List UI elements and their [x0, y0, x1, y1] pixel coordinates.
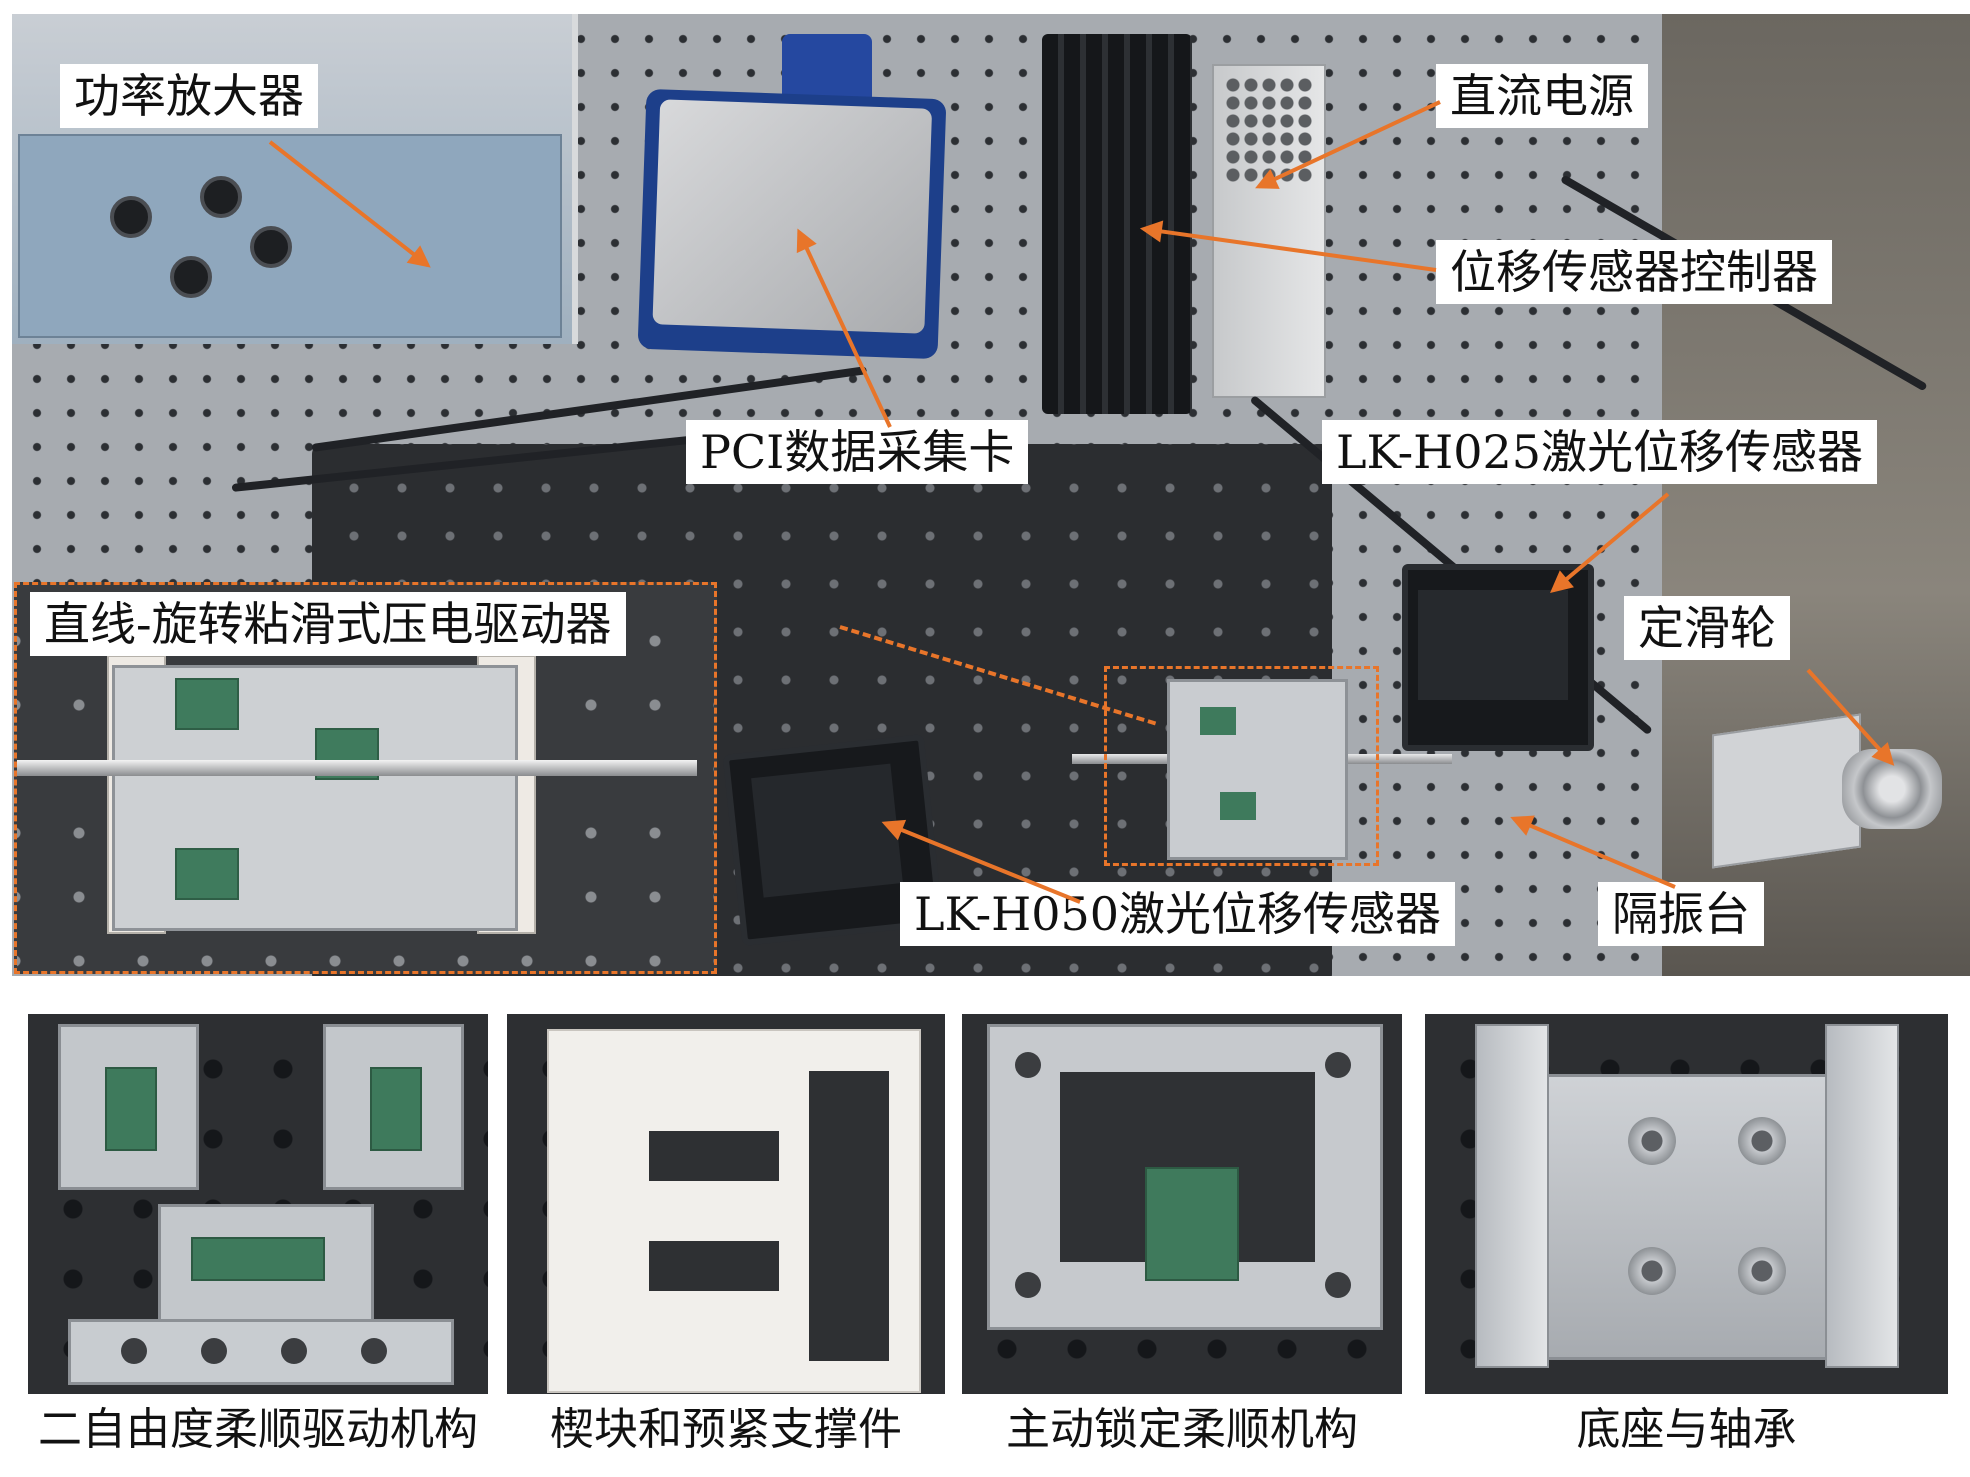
- piezo-stack: [191, 1237, 325, 1281]
- caption-base-bearing: 底座与轴承: [1576, 1404, 1797, 1455]
- label-pci-daq: PCI数据采集卡: [686, 420, 1029, 484]
- caption-wedge-preload: 楔块和预紧支撑件: [550, 1404, 902, 1455]
- side-wall: [1825, 1024, 1899, 1368]
- amplifier-front-panel: [18, 134, 562, 338]
- daq-top-cover: [652, 99, 933, 334]
- locking-frame: [987, 1024, 1383, 1330]
- mechanism-base-plate: [68, 1319, 454, 1385]
- photo-wedge-preload: [507, 1014, 945, 1394]
- label-laser-h050: LK-H050激光位移传感器: [900, 882, 1456, 946]
- piezo-driver-device: [1167, 679, 1348, 860]
- pulley-bracket: [1712, 713, 1861, 869]
- compliant-frame: [58, 1024, 199, 1190]
- preload-support-part: [547, 1029, 921, 1393]
- base-plate: [1495, 1074, 1871, 1360]
- mounting-hole: [201, 1338, 227, 1364]
- frame-cutout: [649, 1131, 779, 1181]
- photo-base-bearing: [1425, 1014, 1948, 1394]
- frame-cutout: [649, 1241, 779, 1291]
- inset-compliant-mechanism: [112, 665, 518, 931]
- bnc-connector-icon: [250, 226, 292, 268]
- displacement-controller-device: [1042, 34, 1192, 414]
- bnc-connector-icon: [200, 176, 242, 218]
- pci-daq-device: [637, 88, 947, 360]
- label-stick-slip-driver: 直线-旋转粘滑式压电驱动器: [30, 592, 626, 656]
- photo-locking-mechanism: [962, 1014, 1402, 1394]
- mounting-hole: [1325, 1272, 1351, 1298]
- mounting-hole: [1015, 1052, 1041, 1078]
- piezo-stack: [1145, 1167, 1239, 1281]
- driver-highlight-box: [1104, 666, 1379, 866]
- mounting-hole: [281, 1338, 307, 1364]
- label-fixed-pulley: 定滑轮: [1624, 596, 1790, 660]
- label-displacement-controller: 位移传感器控制器: [1436, 240, 1832, 304]
- label-isolation-table: 隔振台: [1598, 882, 1764, 946]
- photo-2dof-mechanism: [28, 1014, 488, 1394]
- hex-bolt-icon: [1738, 1117, 1786, 1165]
- laser-sensor-h025-device: [1402, 564, 1594, 751]
- bnc-connector-icon: [170, 256, 212, 298]
- sensor-label-plate: [1418, 590, 1568, 700]
- caption-locking-mechanism: 主动锁定柔顺机构: [1006, 1404, 1358, 1455]
- hex-bolt-icon: [1628, 1247, 1676, 1295]
- label-power-amplifier: 功率放大器: [60, 64, 318, 128]
- piezo-stack: [1200, 707, 1236, 735]
- daq-usb-connector: [782, 34, 872, 104]
- bnc-connector-icon: [110, 196, 152, 238]
- inset-shaft: [17, 760, 697, 776]
- mounting-hole: [1015, 1272, 1041, 1298]
- hex-bolt-icon: [1738, 1247, 1786, 1295]
- piezo-stack: [1220, 792, 1256, 820]
- compliant-frame: [323, 1024, 464, 1190]
- caption-2dof-mechanism: 二自由度柔顺驱动机构: [38, 1404, 478, 1455]
- mounting-hole: [121, 1338, 147, 1364]
- piezo-stack: [175, 678, 239, 730]
- piezo-stack: [370, 1067, 422, 1151]
- frame-cutout: [809, 1071, 889, 1361]
- piezo-stack: [175, 848, 239, 900]
- mounting-hole: [361, 1338, 387, 1364]
- label-dc-power: 直流电源: [1436, 64, 1648, 128]
- label-laser-h025: LK-H025激光位移传感器: [1322, 420, 1878, 484]
- piezo-stack: [105, 1067, 157, 1151]
- side-wall: [1475, 1024, 1549, 1368]
- hex-bolt-icon: [1628, 1117, 1676, 1165]
- mounting-hole: [1325, 1052, 1351, 1078]
- compliant-frame: [158, 1204, 374, 1325]
- dc-power-supply-device: [1212, 64, 1326, 398]
